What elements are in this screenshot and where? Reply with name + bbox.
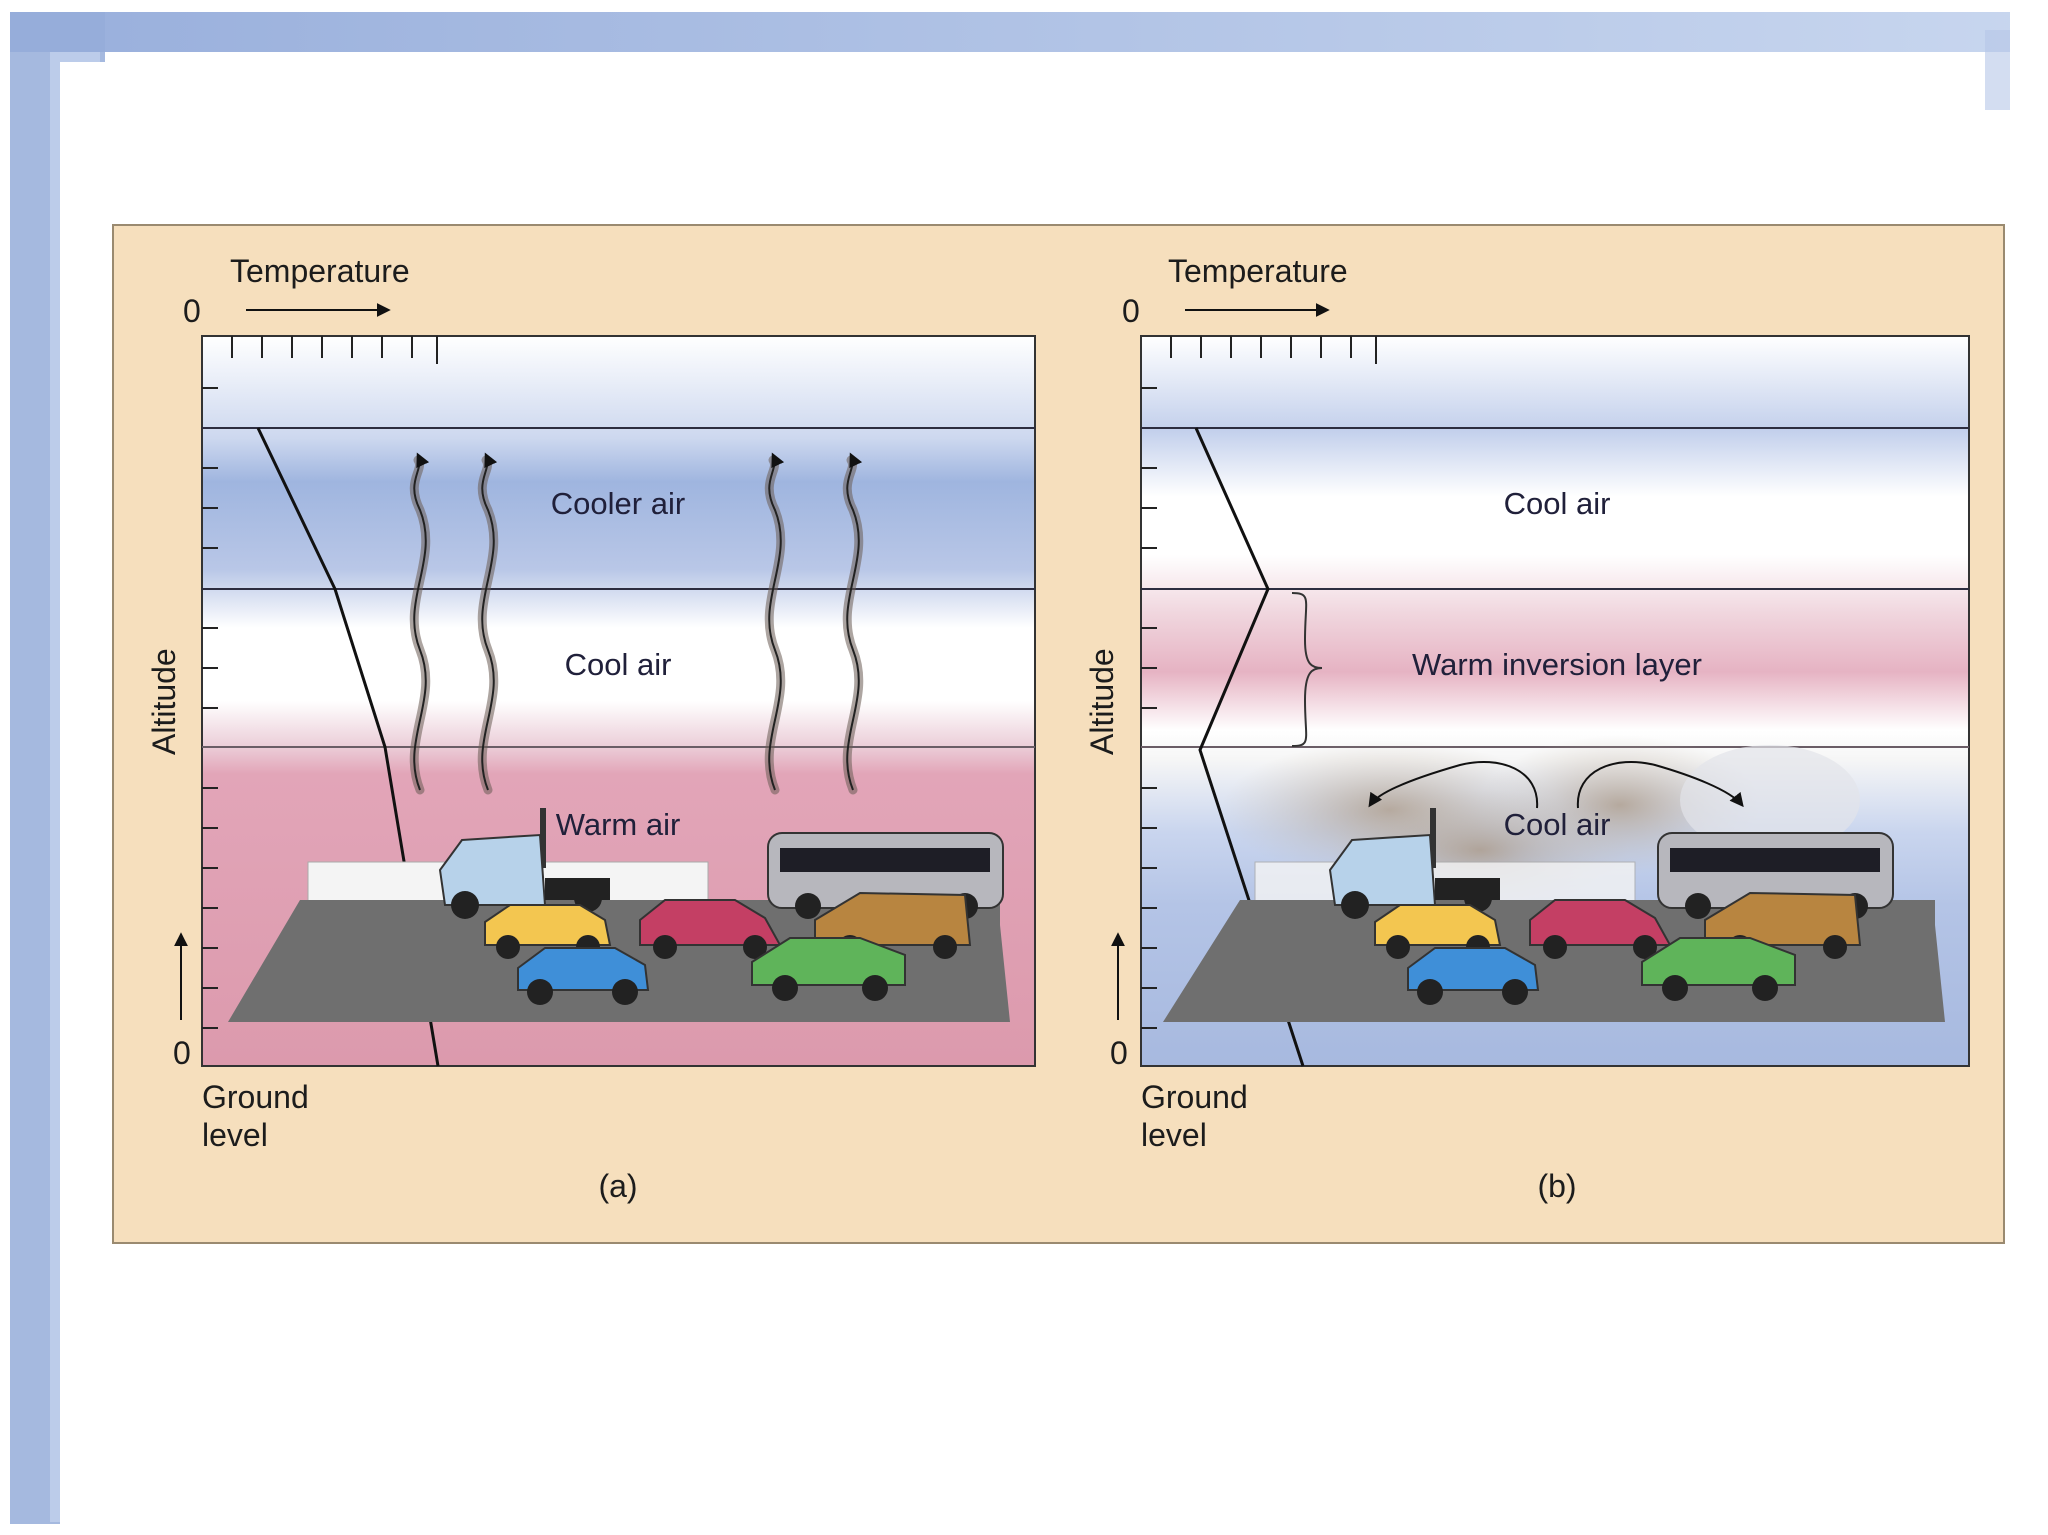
truck bbox=[438, 808, 610, 919]
zone-label-warm-air: Warm air bbox=[556, 807, 681, 842]
truck bbox=[1328, 808, 1500, 919]
ground-label: Ground bbox=[1141, 1079, 1248, 1115]
altitude-zero: 0 bbox=[1110, 1035, 1128, 1071]
car-red bbox=[639, 899, 782, 959]
temperature-zero: 0 bbox=[1122, 293, 1140, 329]
temperature-ticks bbox=[231, 336, 438, 364]
panel-a-caption: (a) bbox=[598, 1168, 637, 1204]
temperature-ticks bbox=[1170, 336, 1377, 364]
altitude-ticks bbox=[202, 387, 218, 1029]
smog-arrow-left bbox=[1368, 761, 1539, 809]
car-green bbox=[1641, 937, 1796, 1001]
zone-label-cool-air-upper: Cool air bbox=[1504, 486, 1611, 521]
ground-level-label: level bbox=[1141, 1117, 1207, 1153]
zone-label-cooler-air: Cooler air bbox=[551, 486, 685, 521]
bus bbox=[1657, 832, 1894, 919]
altitude-label: Altitude bbox=[146, 648, 182, 755]
car-yellow bbox=[484, 904, 612, 959]
zone-label-warm-inversion-layer: Warm inversion layer bbox=[1412, 647, 1702, 682]
traffic-scene bbox=[228, 808, 1010, 1022]
rising-heat-arrows bbox=[413, 452, 863, 791]
traffic-scene bbox=[1163, 808, 1945, 1022]
temperature-label: Temperature bbox=[230, 253, 410, 289]
car-green bbox=[751, 937, 906, 1001]
car-blue bbox=[517, 947, 650, 1005]
ground-level-label: level bbox=[202, 1117, 268, 1153]
smog-arrow-right bbox=[1576, 761, 1744, 809]
temperature-zero: 0 bbox=[183, 293, 201, 329]
car-blue bbox=[1407, 947, 1540, 1005]
altitude-zero: 0 bbox=[173, 1035, 191, 1071]
zone-label-cool-air: Cool air bbox=[565, 647, 672, 682]
altitude-label: Altitude bbox=[1084, 648, 1120, 755]
panel-b-caption: (b) bbox=[1537, 1168, 1576, 1204]
temperature-label: Temperature bbox=[1168, 253, 1348, 289]
zone-label-cool-air-lower: Cool air bbox=[1504, 807, 1611, 842]
altitude-ticks bbox=[1141, 387, 1157, 1029]
inversion-brace bbox=[1291, 592, 1323, 747]
car-red bbox=[1529, 899, 1672, 959]
ground-label: Ground bbox=[202, 1079, 309, 1115]
panel-b: Temperature 0 0 Altitude Ground level Co… bbox=[1084, 253, 1970, 1204]
panel-a: Temperature 0 0 Altitude Ground level Co… bbox=[146, 253, 1036, 1204]
